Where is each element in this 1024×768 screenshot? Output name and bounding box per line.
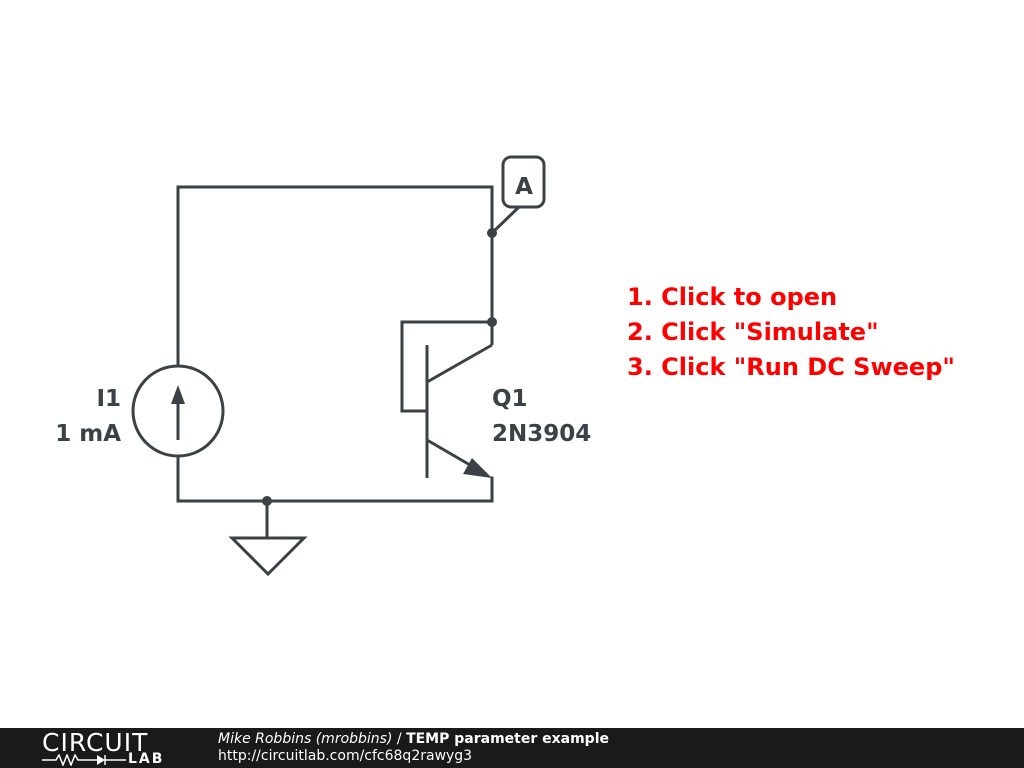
footer-info: Mike Robbins (mrobbins) / TEMP parameter… (218, 731, 609, 765)
probe-label: A (515, 174, 533, 200)
circuitlab-logo[interactable]: CIRCUIT LAB (40, 730, 180, 766)
transistor-ref-label: Q1 (492, 386, 528, 412)
circuit-url[interactable]: http://circuitlab.com/cfc68q2rawyg3 (218, 748, 473, 764)
logo-resistor-diode-icon (42, 754, 126, 766)
transistor-part-label: 2N3904 (492, 421, 591, 447)
ground-symbol (228, 536, 308, 577)
transistor-q1[interactable] (400, 320, 494, 478)
current-source-i1[interactable] (131, 364, 225, 458)
instruction-step-3: 3. Click "Run DC Sweep" (627, 353, 955, 381)
logo-text-circuit: CIRCUIT (42, 728, 149, 757)
ammeter-probe[interactable]: A (490, 155, 546, 235)
source-value-label: 1 mA (55, 421, 121, 447)
instruction-step-1: 1. Click to open (627, 283, 837, 311)
footer-bar: CIRCUIT LAB Mike Robbins (mrobbins) / TE… (0, 728, 1024, 768)
junction-dot (262, 496, 272, 506)
logo-text-lab: LAB (128, 751, 165, 767)
footer-separator: / (392, 731, 407, 747)
circuit-wires (176, 185, 494, 540)
source-ref-label: I1 (96, 386, 121, 412)
junction-dot (487, 317, 497, 327)
author-link[interactable]: Mike Robbins (mrobbins) (218, 731, 393, 747)
schematic-canvas[interactable]: A I1 1 mA Q1 2N3904 1. Click to open 2. … (0, 0, 1024, 728)
circuit-title[interactable]: TEMP parameter example (406, 731, 609, 747)
instruction-step-2: 2. Click "Simulate" (627, 318, 879, 346)
